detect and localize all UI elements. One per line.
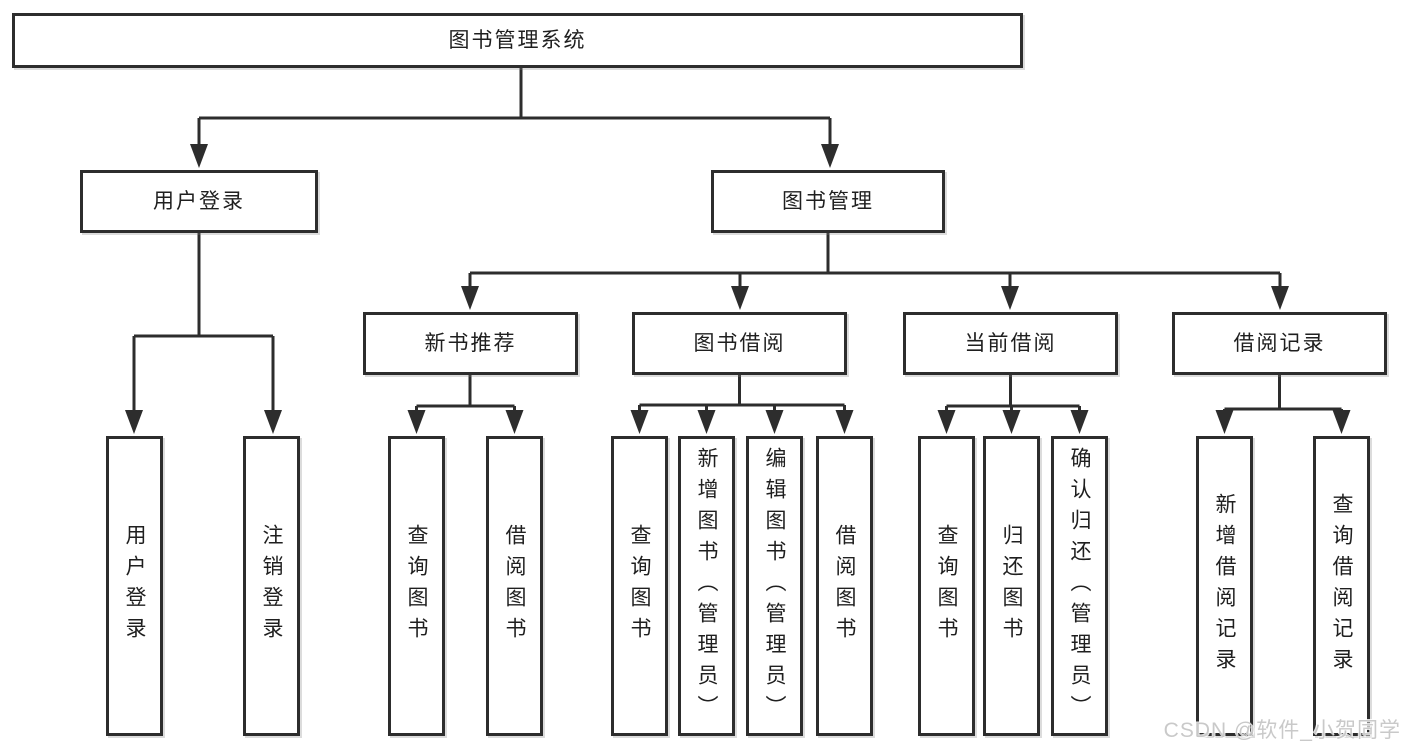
leaf-g4-query-borrow-record: 查询借阅记录 <box>1313 436 1370 736</box>
node-group-borrow-records: 借阅记录 <box>1172 312 1387 375</box>
node-root: 图书管理系统 <box>12 13 1023 68</box>
leaf-user-login-label: 用户登录 <box>123 524 146 648</box>
leaf-g4-query-borrow-record-label: 查询借阅记录 <box>1330 493 1353 679</box>
edge-book-mgmt-to-groups <box>461 233 1289 310</box>
leaf-g3-query-books-label: 查询图书 <box>935 524 958 648</box>
leaf-g4-add-borrow-record-label: 新增借阅记录 <box>1213 493 1236 679</box>
leaf-g1-query-books-label: 查询图书 <box>405 524 428 648</box>
edge-group1-to-leaves <box>407 375 524 434</box>
node-book-mgmt-label: 图书管理 <box>782 190 874 213</box>
leaf-logout-label: 注销登录 <box>260 524 283 648</box>
edge-root-to-level1 <box>190 68 839 168</box>
leaf-g2-borrow-books-label: 借阅图书 <box>833 524 856 648</box>
leaf-logout: 注销登录 <box>243 436 300 736</box>
leaf-g2-borrow-books: 借阅图书 <box>816 436 873 736</box>
node-root-label: 图书管理系统 <box>448 29 587 52</box>
leaf-g2-query-books: 查询图书 <box>611 436 668 736</box>
node-group-new-books: 新书推荐 <box>363 312 578 375</box>
leaf-g3-query-books: 查询图书 <box>918 436 975 736</box>
node-group-borrow-records-label: 借阅记录 <box>1233 332 1326 355</box>
leaf-g2-edit-books-admin: 编辑图书（管理员） <box>746 436 803 736</box>
leaf-g2-add-books-admin-label: 新增图书（管理员） <box>695 446 718 726</box>
edge-group2-to-leaves <box>630 375 854 434</box>
edge-group4-to-leaves <box>1215 375 1351 434</box>
leaf-user-login: 用户登录 <box>106 436 163 736</box>
leaf-g3-confirm-return-admin: 确认归还（管理员） <box>1051 436 1108 736</box>
leaf-g3-return-books-label: 归还图书 <box>1000 524 1023 648</box>
csdn-watermark: CSDN @软件_小贺同学 <box>1163 719 1401 742</box>
leaf-g1-query-books: 查询图书 <box>388 436 445 736</box>
edge-group3-to-leaves <box>937 375 1089 434</box>
node-group-current-borrow-label: 当前借阅 <box>964 332 1057 355</box>
node-book-mgmt: 图书管理 <box>711 170 945 233</box>
leaf-g1-borrow-books-label: 借阅图书 <box>503 524 526 648</box>
leaf-g3-confirm-return-admin-label: 确认归还（管理员） <box>1068 446 1091 726</box>
leaf-g2-edit-books-admin-label: 编辑图书（管理员） <box>763 446 786 726</box>
leaf-g1-borrow-books: 借阅图书 <box>486 436 543 736</box>
leaf-g4-add-borrow-record: 新增借阅记录 <box>1196 436 1253 736</box>
node-group-book-borrow-label: 图书借阅 <box>693 332 786 355</box>
node-group-current-borrow: 当前借阅 <box>903 312 1118 375</box>
leaf-g2-query-books-label: 查询图书 <box>628 524 651 648</box>
edge-user-login-to-leaves <box>125 233 282 434</box>
node-group-book-borrow: 图书借阅 <box>632 312 847 375</box>
leaf-g2-add-books-admin: 新增图书（管理员） <box>678 436 735 736</box>
node-user-login: 用户登录 <box>80 170 318 233</box>
node-user-login-label: 用户登录 <box>153 190 245 213</box>
leaf-g3-return-books: 归还图书 <box>983 436 1040 736</box>
node-group-new-books-label: 新书推荐 <box>424 332 517 355</box>
